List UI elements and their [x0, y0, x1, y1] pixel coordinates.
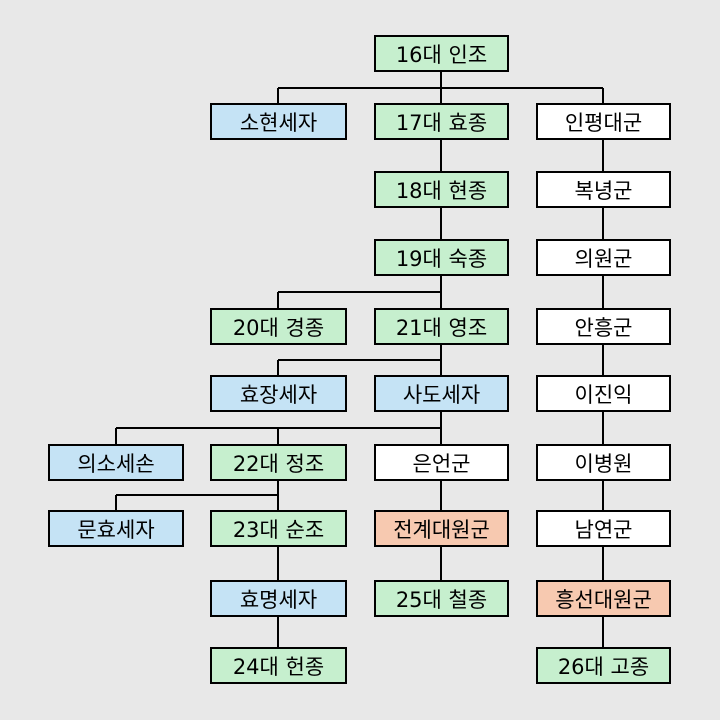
node-sunjo: 23대 순조	[210, 510, 347, 547]
node-hyomyeong: 효명세자	[210, 580, 347, 617]
node-heonjong-24: 24대 헌종	[210, 647, 347, 684]
node-euneon: 은언군	[374, 444, 509, 481]
connector-yeongjo-children	[277, 344, 442, 376]
node-namyeon: 남연군	[536, 510, 671, 547]
node-sukjong: 19대 숙종	[374, 239, 509, 276]
node-sohyeon: 소현세자	[210, 103, 347, 140]
node-hyojang: 효장세자	[210, 375, 347, 412]
node-gyeongjong: 20대 경종	[210, 308, 347, 345]
node-munhyo: 문효세자	[48, 510, 184, 547]
node-boknyeong: 복녕군	[536, 171, 671, 208]
node-sado: 사도세자	[374, 375, 509, 412]
node-jeongjo: 22대 정조	[210, 444, 347, 481]
connector-injo-children	[277, 71, 604, 104]
node-uiso: 의소세손	[48, 444, 184, 481]
node-jeongye: 전계대원군	[374, 510, 509, 547]
node-injo: 16대 인조	[374, 35, 509, 72]
node-ibyeongwon: 이병원	[536, 444, 671, 481]
node-inpyeong: 인평대군	[536, 103, 671, 140]
node-ijinik: 이진익	[536, 375, 671, 412]
node-uiwon: 의원군	[536, 239, 671, 276]
node-yeongjo: 21대 영조	[374, 308, 509, 345]
node-hyeonjong-18: 18대 현종	[374, 171, 509, 208]
connector-sukjong-children	[277, 275, 442, 309]
node-cheoljong: 25대 철종	[374, 580, 509, 617]
connector-sado-children	[115, 411, 442, 445]
node-heungseon: 흥선대원군	[536, 580, 671, 617]
node-anheung: 안흥군	[536, 308, 671, 345]
node-gojong: 26대 고종	[536, 647, 671, 684]
node-hyojong: 17대 효종	[374, 103, 509, 140]
connector-jeongjo-children	[115, 480, 279, 511]
